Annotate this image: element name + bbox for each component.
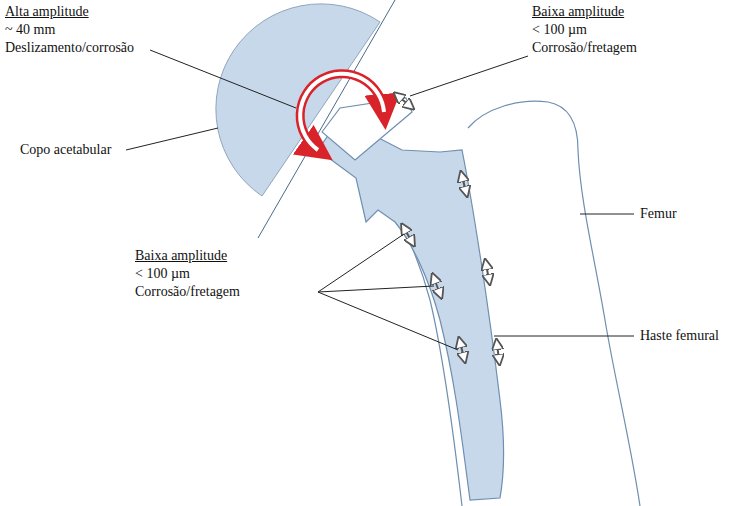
amplitude-value: ~ 40 mm (5, 22, 55, 38)
wear-mode-label: Deslizamento/corrosão (5, 40, 134, 56)
wear-mode-label: Corrosão/fretagem (135, 284, 240, 300)
amplitude-heading: Alta amplitude (5, 4, 89, 20)
femoral-stem (318, 118, 504, 500)
leader-lines (126, 50, 634, 350)
sliding-arrow (300, 74, 384, 150)
amplitude-value: < 100 µm (135, 266, 190, 282)
part-name: Femur (640, 206, 677, 222)
part-name: Copo acetabular (20, 142, 111, 158)
wear-mode-label: Corrosão/fretagem (532, 40, 637, 56)
amplitude-heading: Baixa amplitude (532, 4, 624, 20)
micromotion-arrows (398, 96, 499, 360)
part-name: Haste femural (640, 328, 719, 344)
sliding-arrow (300, 74, 384, 150)
amplitude-value: < 100 µm (532, 22, 587, 38)
amplitude-heading: Baixa amplitude (135, 248, 227, 264)
trunnion (322, 98, 412, 160)
